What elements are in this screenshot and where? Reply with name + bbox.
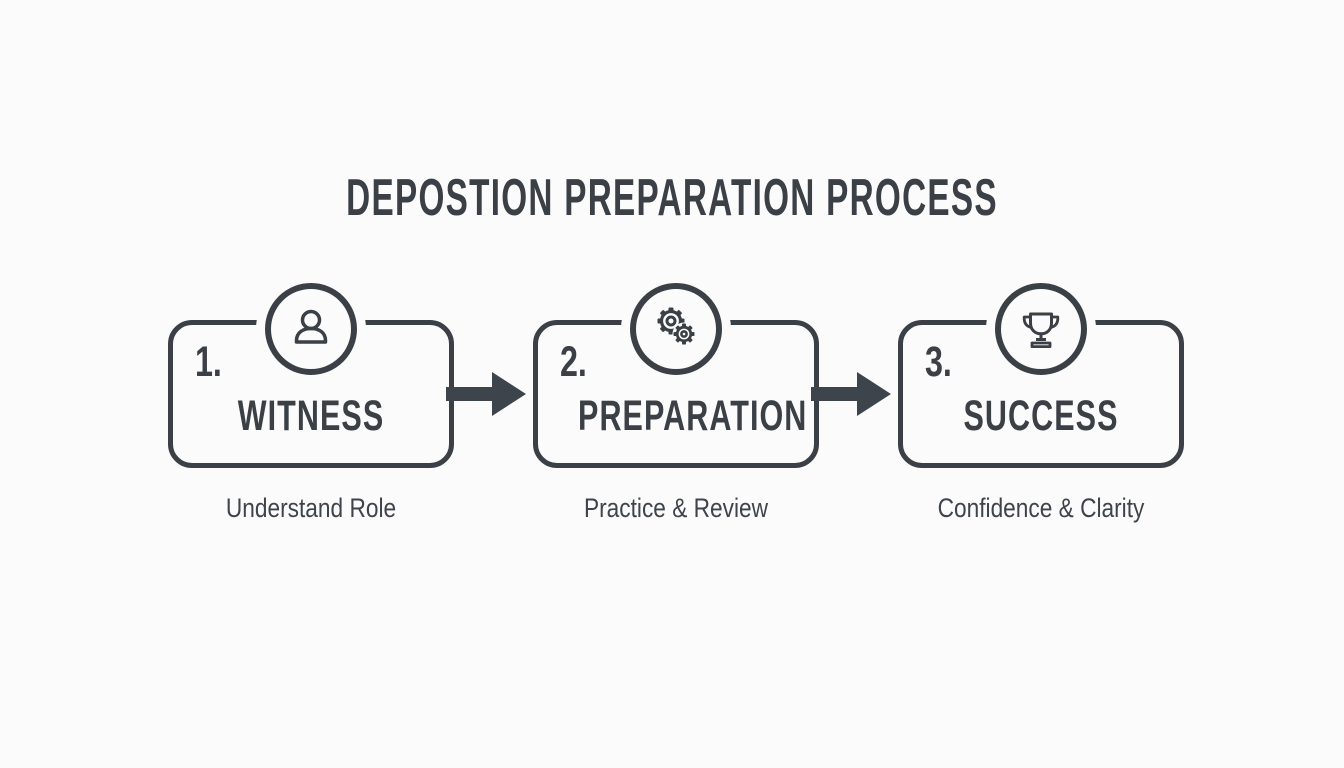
arrow-right-icon bbox=[446, 372, 526, 416]
step-label: PREPARATION bbox=[578, 392, 808, 440]
step-label: WITNESS bbox=[237, 392, 385, 440]
step-number: 3. bbox=[925, 338, 952, 386]
step-box-success: 3. SUCCESS bbox=[898, 283, 1184, 468]
icon-badge bbox=[265, 283, 357, 375]
icon-badge bbox=[630, 283, 722, 375]
step-box-preparation: 2. PREPARATION bbox=[533, 283, 819, 468]
icon-badge bbox=[995, 283, 1087, 375]
step-subtitle: Practice & Review bbox=[583, 493, 769, 523]
trophy-icon bbox=[1022, 312, 1060, 348]
step-subtitle: Understand Role bbox=[225, 493, 397, 523]
step-label: SUCCESS bbox=[963, 392, 1119, 440]
person-icon bbox=[294, 309, 328, 344]
step-box-witness: 1. WITNESS bbox=[168, 283, 454, 468]
step-number: 2. bbox=[560, 338, 587, 386]
gears-icon bbox=[657, 307, 696, 346]
step-subtitle: Confidence & Clarity bbox=[937, 493, 1145, 523]
arrow-right-icon bbox=[811, 372, 891, 416]
step-number: 1. bbox=[195, 338, 222, 386]
page-title: DEPOSTION PREPARATION PROCESS bbox=[346, 169, 998, 227]
